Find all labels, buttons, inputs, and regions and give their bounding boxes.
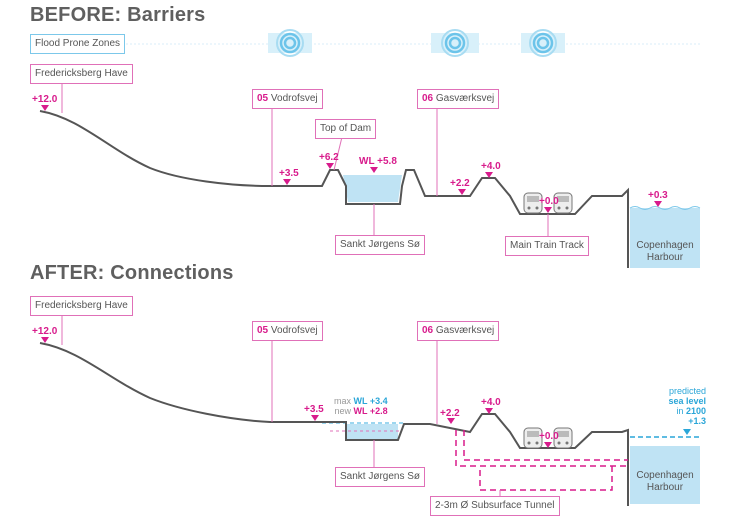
after-title: AFTER: Connections [30,262,234,284]
sea-level-marker [683,429,691,435]
lake-water [346,424,398,440]
elevation-label: +12.0 [32,326,58,337]
train-icon [523,427,543,449]
elevation-label: +6.2 [319,152,339,163]
sea-level-note: predicted sea level in 2100 +1.3 [668,386,706,426]
elevation-label: +2.2 [440,408,460,419]
elevation-label: +0.3 [648,190,668,201]
elevation-label: +0.0 [539,196,559,207]
park-label: Fredericksberg Have [30,296,133,316]
harbour-water [630,208,700,268]
water-level-note: max WL +3.4 new WL +2.8 [334,396,388,416]
tunnel-branch [479,466,613,491]
leader-lines-before [61,83,549,236]
elevation-label: +0.0 [539,431,559,442]
terrain-profile-after [39,342,629,506]
train-track-label: Main Train Track [505,236,589,256]
flood-ripple-icon [521,29,565,57]
train-icon [553,192,573,214]
flood-ripple-icon [431,29,479,57]
before-title: BEFORE: Barriers [30,4,206,26]
elevation-label: +4.0 [481,161,501,172]
elevation-label: +12.0 [32,94,58,105]
elevation-label: +2.2 [450,178,470,189]
flood-ripple-icon [268,29,312,57]
terrain-profile-before [39,110,629,268]
elevation-markers-before [41,105,662,213]
tunnel-label: 2-3m Ø Subsurface Tunnel [430,496,560,516]
park-label: Fredericksberg Have [30,64,133,84]
elevation-label: +4.0 [481,397,501,408]
elevation-markers-after [41,337,552,448]
road-label-gasvaerksvej: 06 Gasværksvej [417,321,500,341]
road-label-vodrofsvej: 05 Vodrofsvej [252,89,323,109]
harbour-water [630,446,700,504]
water-level-label: WL +5.8 [359,156,397,167]
lake-label: Sankt Jørgens Sø [335,235,426,255]
leader-lines-after [61,315,501,496]
flood-zones-label: Flood Prone Zones [30,34,126,54]
elevation-label: +3.5 [279,168,299,179]
train-icon [553,427,573,449]
lake-water [343,175,402,202]
road-label-gasvaerksvej: 06 Gasværksvej [417,89,500,109]
harbour-wave [629,206,701,210]
top-of-dam-label: Top of Dam [315,119,377,139]
subsurface-tunnel [455,430,628,467]
train-icon [523,192,543,214]
lake-label: Sankt Jørgens Sø [335,467,426,487]
elevation-label: +3.5 [304,404,324,415]
road-label-vodrofsvej: 05 Vodrofsvej [252,321,323,341]
